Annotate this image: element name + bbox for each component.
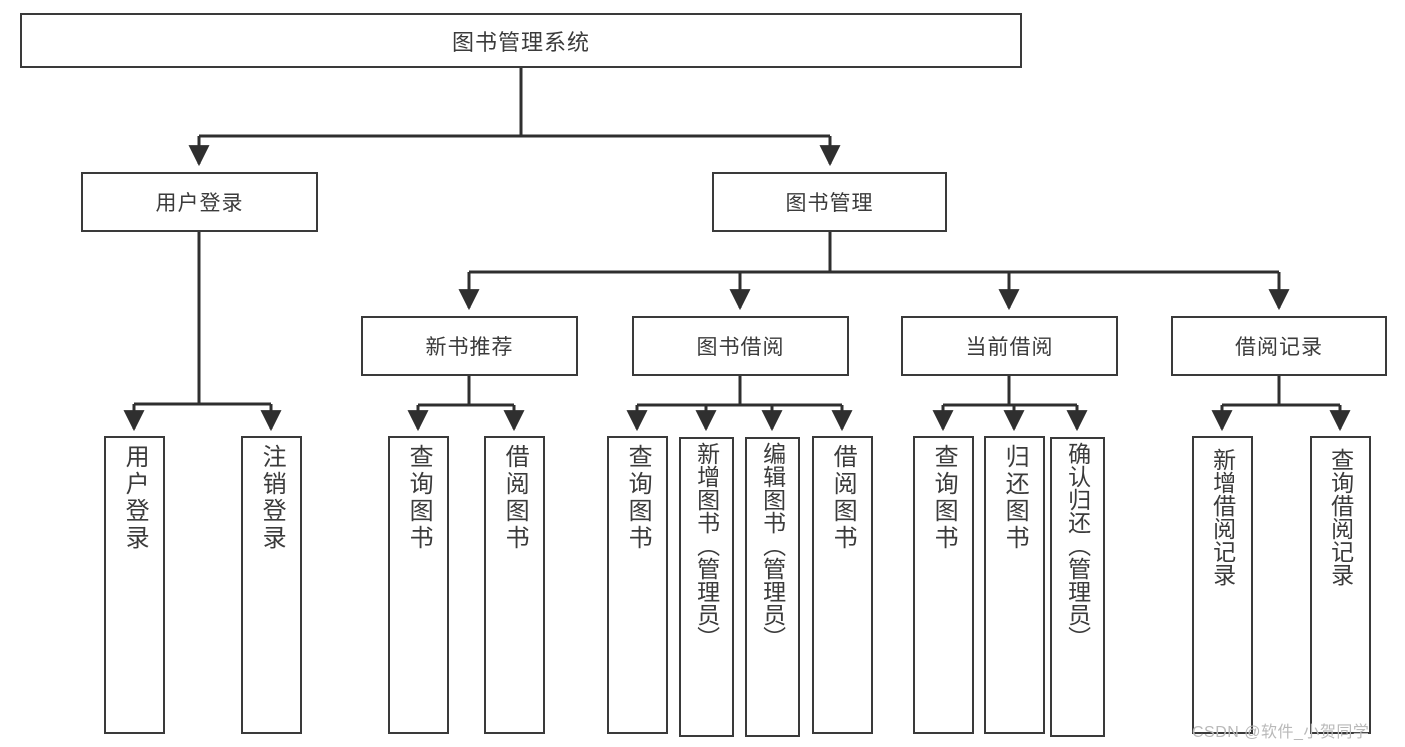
- node-label: 借阅记录: [1235, 336, 1323, 359]
- node-root-system[interactable]: 图书管理系统: [20, 13, 1022, 68]
- node-label: 新增借阅记录: [1209, 448, 1236, 586]
- node-borrow-record[interactable]: 借阅记录: [1171, 316, 1387, 376]
- node-label: 用户登录: [155, 192, 244, 215]
- node-leaf-borrow-book-1[interactable]: 借阅图书: [484, 436, 545, 734]
- node-label: 查询图书: [405, 444, 433, 552]
- node-leaf-query-record[interactable]: 查询借阅记录: [1310, 436, 1371, 734]
- node-label: 图书管理: [785, 192, 874, 215]
- node-user-login[interactable]: 用户登录: [81, 172, 318, 232]
- node-label: 借阅图书: [501, 444, 529, 552]
- node-leaf-add-record[interactable]: 新增借阅记录: [1192, 436, 1253, 734]
- node-leaf-query-book-1[interactable]: 查询图书: [388, 436, 449, 734]
- node-leaf-query-book-3[interactable]: 查询图书: [913, 436, 974, 734]
- node-label: 归还图书: [1001, 444, 1029, 552]
- node-label: 查询借阅记录: [1327, 448, 1354, 586]
- node-label: 当前借阅: [965, 336, 1054, 359]
- node-label: 编辑图书（管理员）: [759, 442, 786, 649]
- node-label: 查询图书: [624, 444, 652, 552]
- node-label: 图书管理系统: [451, 29, 590, 55]
- node-label: 新增图书（管理员）: [693, 442, 720, 649]
- node-leaf-add-book[interactable]: 新增图书（管理员）: [679, 437, 734, 737]
- node-book-borrow[interactable]: 图书借阅: [632, 316, 849, 376]
- node-label: 查询图书: [930, 444, 958, 552]
- node-current-borrow[interactable]: 当前借阅: [901, 316, 1118, 376]
- node-label: 确认归还（管理员）: [1064, 442, 1091, 649]
- node-label: 注销登录: [258, 444, 286, 552]
- node-leaf-user-login[interactable]: 用户登录: [104, 436, 165, 734]
- csdn-watermark: CSDN @软件_小贺同学: [1192, 724, 1370, 741]
- node-leaf-borrow-book-2[interactable]: 借阅图书: [812, 436, 873, 734]
- node-leaf-return-book[interactable]: 归还图书: [984, 436, 1045, 734]
- node-leaf-logout[interactable]: 注销登录: [241, 436, 302, 734]
- node-label: 借阅图书: [829, 444, 857, 552]
- node-leaf-query-book-2[interactable]: 查询图书: [607, 436, 668, 734]
- node-leaf-confirm-return[interactable]: 确认归还（管理员）: [1050, 437, 1105, 737]
- node-label: 用户登录: [121, 444, 149, 552]
- node-new-book-rec[interactable]: 新书推荐: [361, 316, 578, 376]
- node-leaf-edit-book[interactable]: 编辑图书（管理员）: [745, 437, 800, 737]
- node-label: 新书推荐: [425, 336, 514, 359]
- node-label: 图书借阅: [696, 336, 785, 359]
- node-book-manage[interactable]: 图书管理: [712, 172, 947, 232]
